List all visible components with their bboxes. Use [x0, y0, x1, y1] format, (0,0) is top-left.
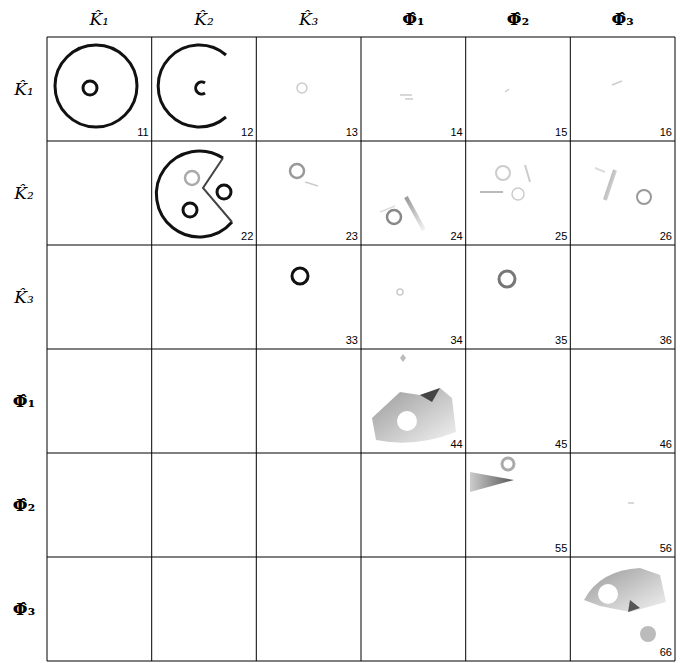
cell-number: 56	[660, 543, 672, 554]
cell-number: 46	[660, 439, 672, 450]
column-header: K̂₁	[90, 11, 110, 28]
cell-number: 66	[660, 647, 672, 658]
cell-number: 16	[660, 127, 672, 138]
pacman-figure	[156, 151, 232, 237]
cell-number: 24	[450, 231, 462, 242]
cell-number: 35	[555, 335, 567, 346]
cell-number: 44	[450, 439, 462, 450]
cell-number: 11	[137, 127, 148, 138]
row-header: Φ̂₁	[13, 393, 35, 410]
arc-figure	[158, 45, 226, 127]
row-header: K̂₂	[14, 185, 34, 202]
cell-number: 45	[555, 439, 567, 450]
column-header: K̂₂	[194, 11, 214, 28]
grid	[47, 37, 675, 661]
ring-bar-figure	[380, 197, 424, 230]
cell-number: 36	[660, 335, 672, 346]
cell-number: 15	[555, 127, 567, 138]
cell-number: 22	[241, 231, 253, 242]
cell-number: 34	[450, 335, 462, 346]
cell-number: 33	[346, 335, 358, 346]
faint-marks	[297, 81, 634, 503]
cell-number: 23	[346, 231, 358, 242]
cell-number: 25	[555, 231, 567, 242]
row-header: Φ̂₂	[13, 497, 35, 514]
fan-figure	[584, 568, 666, 642]
cell-number: 13	[346, 127, 358, 138]
bar-ring-figure	[595, 168, 651, 204]
column-header: Φ̂₁	[402, 11, 424, 28]
cell-number: 12	[241, 127, 253, 138]
column-header: Φ̂₂	[507, 11, 529, 28]
ring-figure	[55, 45, 137, 127]
ring-wedge-figure	[470, 458, 514, 492]
column-header: Φ̂₃	[612, 11, 634, 28]
faint-ring-figure	[480, 165, 530, 200]
fan-figure	[372, 354, 456, 443]
column-header: K̂₃	[299, 11, 319, 28]
row-header: Φ̂₃	[13, 601, 35, 618]
cell-number: 55	[555, 543, 567, 554]
row-header: K̂₁	[14, 81, 34, 98]
ring-line-figure	[272, 164, 318, 189]
row-header: K̂₃	[14, 289, 34, 306]
ring-line-figure	[270, 268, 308, 297]
cell-number: 26	[660, 231, 672, 242]
cell-number: 14	[450, 127, 462, 138]
ring-line-figure	[475, 271, 515, 299]
